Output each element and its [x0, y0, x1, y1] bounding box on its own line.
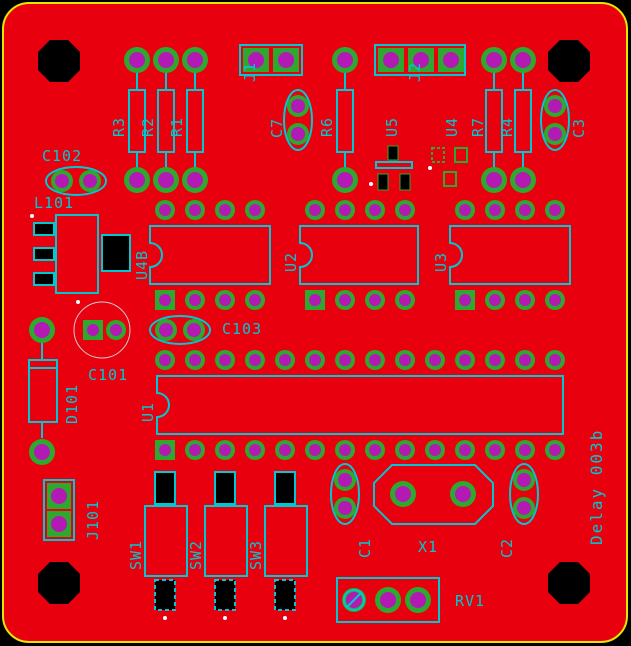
pads-r1-r3	[124, 47, 208, 193]
connector-j2[interactable]	[374, 44, 466, 76]
capacitor-c103[interactable]	[149, 315, 211, 345]
resistor-r7[interactable]	[481, 47, 507, 193]
label-c2: C2	[498, 538, 516, 558]
connector-j1[interactable]	[239, 44, 303, 76]
label-r1: R1	[168, 117, 186, 137]
switch-sw3[interactable]	[264, 471, 308, 620]
label-u1: U1	[139, 402, 157, 422]
label-sw3: SW3	[247, 540, 265, 570]
mounting-hole	[548, 40, 590, 82]
ic-u3[interactable]	[449, 200, 571, 310]
switch-sw1[interactable]	[144, 471, 188, 620]
ic-u1[interactable]	[155, 350, 565, 460]
label-d101: D101	[63, 384, 81, 424]
potentiometer-rv1[interactable]	[336, 577, 440, 623]
label-r6: R6	[318, 117, 336, 137]
label-sw1: SW1	[127, 540, 145, 570]
diode-d101[interactable]	[28, 317, 58, 465]
label-u3: U3	[432, 252, 450, 272]
mounting-holes	[38, 40, 590, 604]
connector-j101[interactable]	[43, 479, 75, 541]
capacitor-c102[interactable]	[45, 166, 107, 196]
label-j1: J1	[241, 62, 259, 82]
crystal-x1[interactable]	[373, 464, 494, 525]
resistor-r4[interactable]	[510, 47, 536, 193]
capacitor-c3[interactable]	[540, 89, 570, 151]
switch-sw2[interactable]	[204, 471, 248, 620]
u1-top-pins	[155, 350, 565, 370]
label-c1: C1	[356, 538, 374, 558]
capacitor-c7[interactable]	[283, 89, 313, 151]
ic-u5[interactable]	[369, 145, 413, 191]
label-r4: R4	[498, 117, 516, 137]
label-c101: C101	[88, 366, 128, 384]
mounting-hole	[38, 40, 80, 82]
label-rv1: RV1	[455, 592, 485, 610]
label-j2: J2	[406, 62, 424, 82]
board-name-label: Delay 003b	[587, 429, 606, 545]
resistor-r6[interactable]	[332, 47, 358, 193]
label-x1: X1	[418, 538, 438, 556]
label-c3: C3	[570, 118, 588, 138]
capacitor-c2[interactable]	[509, 463, 539, 525]
label-r2: R2	[139, 117, 157, 137]
label-u2: U2	[282, 252, 300, 272]
label-j101: J101	[84, 500, 102, 540]
label-c102: C102	[42, 147, 82, 165]
mounting-hole	[548, 562, 590, 604]
label-c103: C103	[222, 320, 262, 338]
label-r7: R7	[469, 117, 487, 137]
ic-u2[interactable]	[299, 200, 419, 310]
label-u4b: U4B	[133, 250, 151, 280]
label-u4: U4	[443, 117, 461, 137]
ic-u4b[interactable]	[149, 200, 271, 310]
ic-u4[interactable]	[428, 147, 468, 187]
label-r3: R3	[110, 117, 128, 137]
u1-bottom-pins	[155, 440, 565, 460]
regulator-l101[interactable]	[30, 214, 131, 304]
label-u5: U5	[383, 117, 401, 137]
label-c7: C7	[268, 118, 286, 138]
mounting-hole	[38, 562, 80, 604]
capacitor-c101[interactable]	[73, 301, 131, 359]
label-sw2: SW2	[187, 540, 205, 570]
capacitor-c1[interactable]	[330, 463, 360, 525]
label-l101: L101	[34, 194, 74, 212]
